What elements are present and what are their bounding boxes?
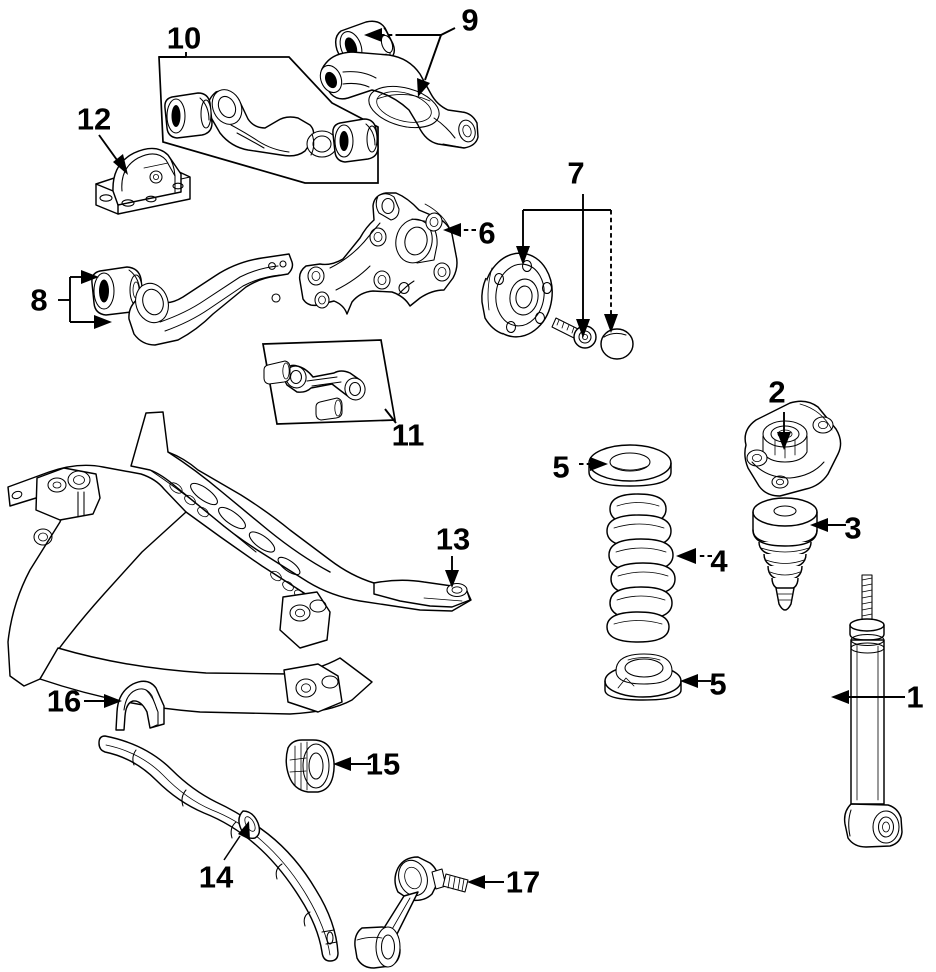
part-7-cap [600,328,634,360]
callout-number-1: 1 [906,680,923,715]
part-11-lateral-link [261,339,397,425]
leader-12 [98,134,128,175]
part-10-upper-control-arm [158,56,379,184]
part-12-mount-bracket [95,147,191,215]
part-5-spring-seat-upper [588,444,672,487]
leader-9 [364,27,456,97]
callout-number-12: 12 [77,102,111,137]
leader-5-upper [579,457,608,471]
part-8-trailing-arm [91,253,294,346]
part-3-bump-stop [752,497,818,611]
callout-number-15: 15 [366,747,400,782]
callout-number-3: 3 [844,511,861,546]
leader-5-lower [680,674,711,688]
callout-number-2: 2 [768,375,785,410]
leader-8 [58,270,112,329]
leader-4 [676,548,712,564]
leader-2 [777,412,791,450]
callout-number-5-upper: 5 [552,450,569,485]
part-16-stabilizer-bracket [115,680,165,731]
leader-16 [84,694,122,708]
leader-14 [223,821,250,861]
part-1-shock-absorber [843,574,903,848]
callout-number-7: 7 [567,156,584,191]
leader-10 [159,52,187,58]
part-17-stabilizer-link [354,856,469,969]
callout-number-10: 10 [167,21,201,56]
part-7-hub-assembly [481,252,634,360]
callout-number-16: 16 [47,684,81,719]
leader-15 [333,757,371,771]
leader-7 [516,194,618,338]
callout-number-9: 9 [461,3,478,38]
callout-number-11: 11 [392,418,425,453]
leader-6 [443,223,476,237]
part-15-stabilizer-bushing [285,739,335,793]
part-4-coil-spring [606,493,676,643]
leader-11 [384,408,397,424]
leader-1 [831,690,905,704]
part-5-spring-seat-lower [604,653,682,701]
part-10-bushing-left [164,92,213,139]
leader-3 [810,518,846,532]
callout-number-6: 6 [478,216,495,251]
part-10-bushing-right [332,118,379,163]
leader-17 [467,875,504,889]
leader-13 [445,556,459,588]
part-6-knuckle [298,192,458,315]
callout-number-4: 4 [710,544,728,579]
callout-number-5-lower: 5 [709,667,726,702]
part-7-bolt [551,317,597,349]
callout-number-17: 17 [506,865,540,900]
callout-number-13: 13 [436,522,470,557]
callout-number-14: 14 [199,860,234,895]
callout-number-8: 8 [30,283,47,318]
part-2-strut-mount [744,400,842,497]
